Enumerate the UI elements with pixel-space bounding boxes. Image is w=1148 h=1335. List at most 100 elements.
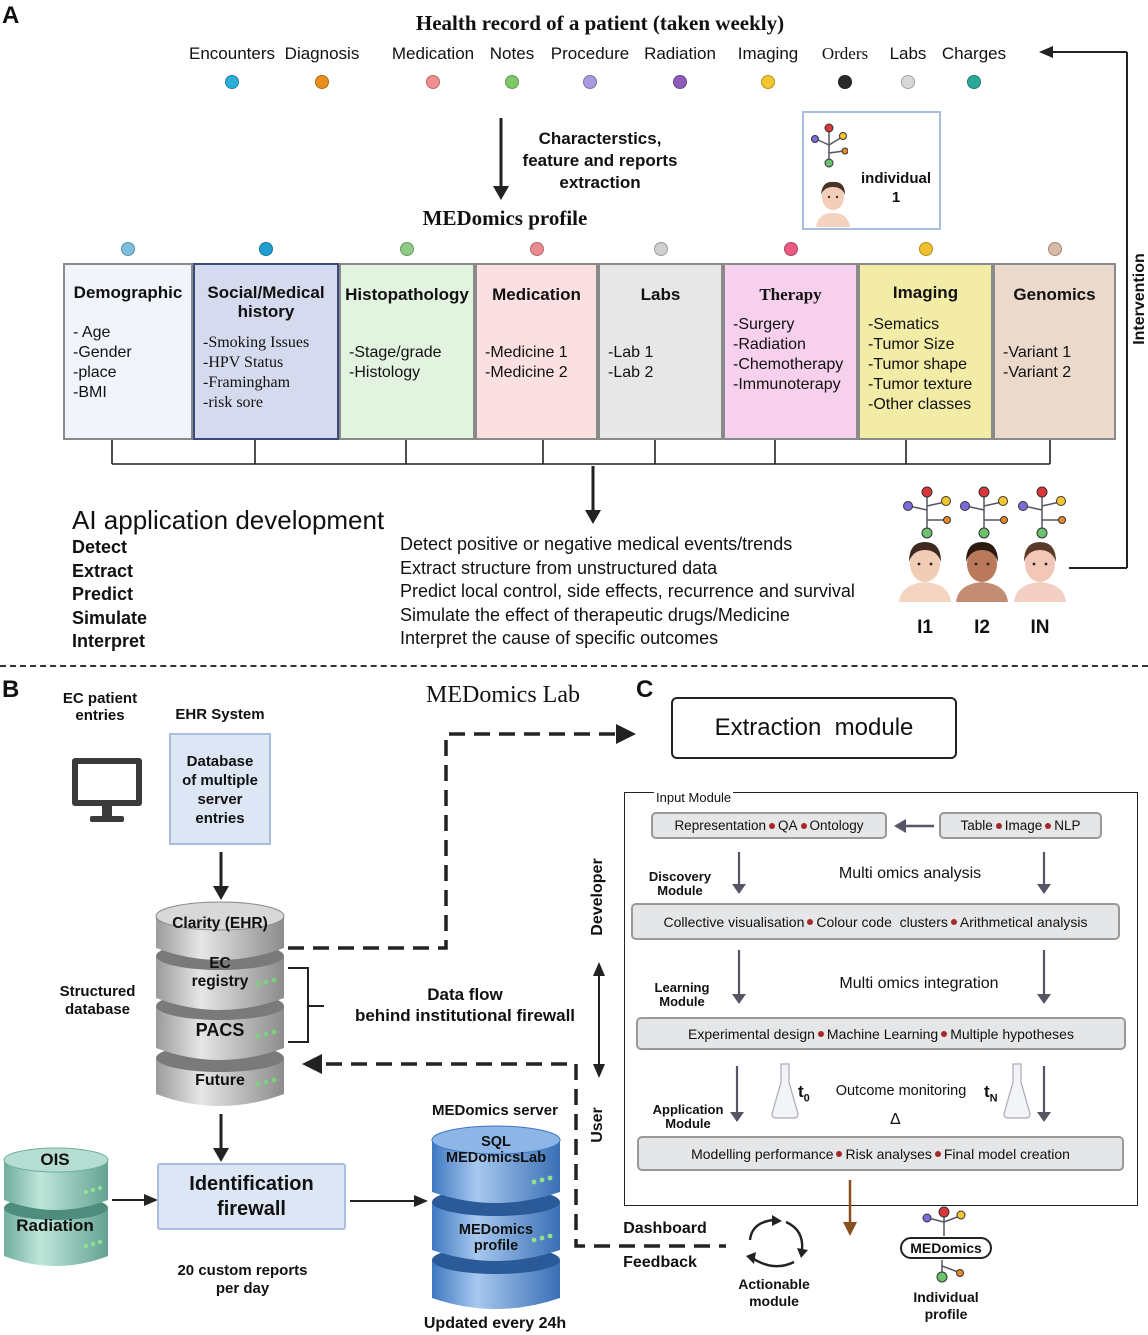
learning-item: Experimental design [688,1025,815,1042]
medomics-badge: MEDomics [900,1237,992,1259]
category-label-imaging: Imaging [737,44,799,63]
learning-bar: Experimental design Machine Learning Mul… [636,1017,1126,1050]
profile-box-item: -Framingham [203,374,291,391]
ai-verb: Simulate [72,607,148,628]
structured-db-label: Structured database [59,983,136,1018]
medomics-server-stack [431,1125,561,1309]
profile-box-item: -Sematics [868,316,940,333]
updated-label: Updated every 24h [423,1315,567,1332]
developer-label: Developer [589,858,606,936]
profile-box-item: -Variant 2 [1003,364,1072,381]
profile-box-dot [400,242,414,256]
application-item: Modelling performance [691,1145,834,1162]
category-dot-charges [967,75,981,89]
profile-box-item: -BMI [73,384,107,401]
delta-label: Δ [890,1111,901,1128]
tn-sub: N [989,1092,998,1105]
dashed-feedback [302,1054,726,1248]
profile-box-dot [918,242,933,256]
section-divider [0,665,1148,667]
ai-verb: Predict [72,584,134,604]
panel-b-letter: B [2,676,20,703]
category-dot-radiation [673,75,687,89]
developer-user-arrow [593,962,605,1078]
profile-box-items: -Surgery-Radiation-Chemotherapy-Immunote… [733,315,843,395]
cycle-icon [746,1215,808,1268]
individual-label: I2 [974,617,990,638]
tn-label: tN [984,1082,998,1104]
stack-label: PACS [195,1020,245,1040]
profile-box-item: -Other classes [868,396,972,413]
profile-box-imaging: Imaging-Sematics-Tumor Size-Tumor shape-… [858,263,993,440]
profile-box-items: -Medicine 1-Medicine 2 [485,343,568,383]
category-label-labs: Labs [889,44,927,63]
panel-c-letter: C [636,676,654,703]
profile-box-items: -Lab 1-Lab 2 [608,343,653,383]
multi-omics-integration: Multi omics integration [839,975,999,992]
server-sql-label: SQL MEDomicsLab [446,1134,546,1166]
feedback-label: Feedback [623,1254,697,1271]
module-frame [624,792,1138,1206]
panel-a-title: Health record of a patient (taken weekly… [415,11,785,35]
computer-monitor-icon [72,758,142,822]
individual-label: IN [1030,617,1050,638]
profile-box-title: Social/Medical history [207,283,325,321]
profile-box-dot [1047,242,1062,256]
identification-firewall: Identification firewall [157,1163,346,1230]
profile-box-item: -place [73,364,117,381]
medomics-lab-label: MEDomics Lab [426,682,580,708]
category-label-charges: Charges [941,44,1007,63]
application-item: Risk analyses [845,1145,932,1162]
profile-bracket [111,440,1051,524]
ehr-system-label: EHR System [175,706,265,723]
stack-to-firewall-arrow [213,1114,229,1162]
extraction-module-box: Extraction module [671,697,957,759]
individual-figure-icon [899,486,951,602]
profile-box-dot [783,242,798,256]
profile-box-item: -Gender [73,344,132,361]
category-dot-encounters [225,75,239,89]
profile-box-title: Imaging [892,283,959,302]
profile-box-item: -HPV Status [203,354,284,371]
input-right-bar: Table Image NLP [939,812,1102,839]
profile-box-dot [529,242,544,256]
flask-t0-icon [771,1063,799,1119]
intervention-label: Intervention [1131,253,1148,345]
profile-box-items: -Smoking Issues-HPV Status-Framingham-ri… [203,333,309,413]
intervention-loop [1039,46,1128,569]
profile-box-social-medical-history: Social/Medical history-Smoking Issues-HP… [193,263,339,440]
input-right-item: NLP [1054,818,1081,833]
category-dot-notes [505,75,519,89]
ec-patient-label: EC patient entries [62,690,138,724]
radiation-db-label: Radiation [16,1216,94,1235]
data-flow-label: Data flow behind institutional firewall [354,985,576,1025]
category-label-orders: Orders [821,44,869,63]
profile-box-item: -Surgery [733,316,795,333]
tn-letter: t [984,1082,990,1101]
individual-1-label: individual 1 [860,170,931,206]
extraction-module-title: Extraction module [714,714,914,741]
category-dot-medication [426,75,440,89]
profile-box-item: -Tumor Size [868,336,955,353]
profile-box-item: -Medicine 2 [485,364,568,381]
server-profile-label: MEDomics profile [458,1222,534,1254]
dashed-to-extraction [288,724,636,950]
genomic-network-icon [811,123,848,168]
ai-title: AI application development [72,505,385,535]
ai-description: Detect positive or negative medical even… [400,534,793,554]
profile-box-item: -Radiation [733,336,806,353]
application-module-label: Application Module [652,1102,724,1131]
extraction-arrow [493,118,509,200]
category-label-medication: Medication [391,44,475,63]
individual-label: I1 [917,617,933,638]
t0-letter: t [798,1082,804,1101]
input-right-item: Table [960,818,993,833]
profile-box-item: -risk sore [203,394,263,411]
individual-figure-icon [956,486,1008,602]
ai-description: Predict local control, side effects, rec… [400,581,855,601]
ai-verb: Interpret [72,631,146,651]
learning-module-label: Learning Module [654,980,710,1009]
profile-box-title: Demographic [73,283,183,302]
user-label: User [589,1107,606,1143]
